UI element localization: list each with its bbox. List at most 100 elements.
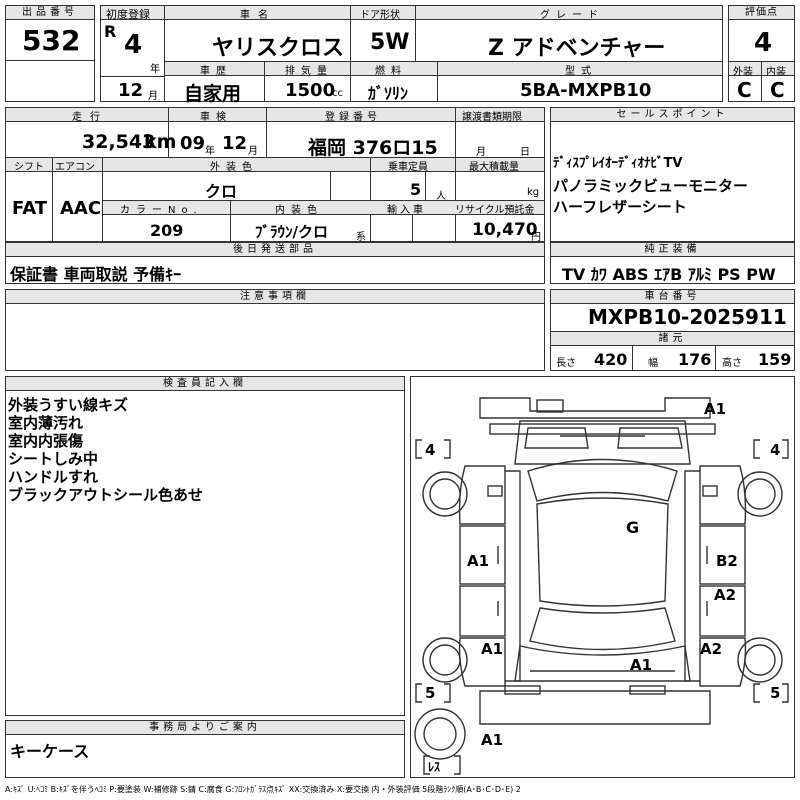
color-label: 外装色 [210,162,258,173]
ac-label: エアコン [55,162,95,173]
equipment: TV ｶﾜ ABS ｴｱB ｱﾙﾐ PS PW [562,265,776,284]
parts-label: 後日発送部品 [6,243,544,257]
details-box [5,107,545,242]
score: 4 [754,28,773,58]
legend: A:ｷｽﾞ U:ﾍｺﾐ B:ｷｽﾞを伴うﾍｺﾐ P:要塗装 W:補修跡 S:錆 … [5,785,521,794]
parts-box [5,242,545,284]
shift: FAT [12,198,48,219]
grade: Z アドベンチャー [488,36,666,61]
ext-grade-label: 外装 [733,67,753,78]
capacity: 5 [410,180,422,199]
tire-rear-left: 5 [425,684,436,702]
chassis-label: 車台番号 [551,290,794,304]
inspector-line: 外装うすい線キズ [8,396,129,414]
mark-right-front-door: B2 [716,552,738,570]
tire-front-right: 4 [770,441,781,459]
ac: AAC [60,198,102,219]
import-label: 輸入車 [387,205,426,216]
equipment-label: 純正装備 [551,243,794,257]
first-reg-year: 4 [124,30,143,60]
load-label: 最大積載量 [469,162,519,173]
chassis-number: MXPB10-2025911 [588,305,787,329]
inspection-month: 12 [222,133,248,154]
sales-points-box [550,107,795,242]
equipment-box [550,242,795,284]
era: R [104,22,117,41]
mark-left-rear-fender: A1 [481,640,504,658]
body-color: クロ [205,182,238,201]
mileage-label: 走行 [72,112,108,123]
office-box [5,720,405,778]
notes-label: 注意事項欄 [6,290,544,304]
height: 159 [758,350,792,369]
model-code: 5BA-MXPB10 [520,80,652,101]
mark-trunk: A1 [630,656,653,674]
car-name: ヤリスクロス [212,36,345,61]
interior-color: ﾌﾞﾗｳﾝ/クロ [255,223,328,241]
notes-box [5,289,545,371]
first-reg-month: 12 [118,80,144,101]
office-text: キーケース [10,742,90,761]
color-no: 209 [150,221,184,240]
transfer-label: 譲渡書類期限 [462,112,522,123]
inspector-line: シートしみ中 [8,450,99,468]
displacement: 1500 [285,80,336,101]
tire-spare: ﾚｽ [428,760,441,774]
lot-number: 532 [22,24,81,57]
int-grade-label: 内装 [766,67,786,78]
inspection-year: 09 [180,133,206,154]
recycle-label: リサイクル預託金 [455,205,535,216]
history: 自家用 [184,83,242,105]
tire-rear-right: 5 [770,684,781,702]
dims-label: 諸元 [551,332,794,346]
mark-left-front-door: A1 [467,552,490,570]
ext-grade: C [737,78,752,102]
int-grade: C [770,78,785,102]
tire-front-left: 4 [425,441,436,459]
vehicle-header-box [100,5,723,102]
mark-right-rear-door: A2 [714,586,737,604]
plate-number: 福岡 376ロ15 [308,137,438,159]
sales-point: ﾃﾞｨｽﾌﾟﾚｲｵｰﾃﾞｨｵﾅﾋﾞTV [553,156,683,171]
capacity-label: 乗車定員 [388,162,428,173]
sales-point: ハーフレザーシート [553,198,687,216]
recycle-fee: 10,470 [472,220,538,240]
car-diagram [414,397,789,775]
office-label: 事務局よりご案内 [6,721,404,735]
history-label: 車歴 [200,66,232,77]
length: 420 [594,350,628,369]
first-reg-label: 初度登録 [106,8,150,21]
mark-roof: G [626,518,640,537]
disp-label: 排気量 [285,66,333,77]
chassis-box [550,289,795,371]
width: 176 [678,350,712,369]
fuel: ｶﾞｿﾘﾝ [368,84,409,103]
color-no-label: カラーNo. [120,205,203,216]
car-diagram-box [410,376,795,778]
sales-point: パノラミックビューモニター [553,177,749,195]
inspector-line: ブラックアウトシール色あせ [8,486,204,504]
score-label: 評価点 [729,6,794,20]
mark-right-rear-fender: A2 [700,640,723,658]
lot-number-box [5,5,95,102]
grade-label: グレード [540,10,604,21]
mark-front-bumper: A1 [704,400,727,418]
door-type: 5W [370,30,410,55]
fuel-label: 燃料 [375,66,407,77]
sales-points-label: セールスポイント [551,108,794,122]
door-label: ドア形状 [360,10,400,21]
inspector-line: 室内内張傷 [8,432,84,450]
lot-number-label: 出品番号 [6,6,94,20]
inspector-label: 検査員記入欄 [6,377,404,391]
shift-label: シフト [14,162,44,173]
plate-label: 登録番号 [325,112,381,123]
inspection-label: 車検 [200,112,232,123]
inspector-box [5,376,405,716]
parts: 保証書 車両取説 予備ｷｰ [10,265,182,284]
car-name-label: 車名 [240,10,276,21]
interior-label: 内装色 [275,205,323,216]
model-label: 型式 [565,66,597,77]
mark-spare: A1 [481,731,504,749]
inspector-line: 室内薄汚れ [8,414,84,432]
inspector-line: ハンドルすれ [8,468,99,486]
